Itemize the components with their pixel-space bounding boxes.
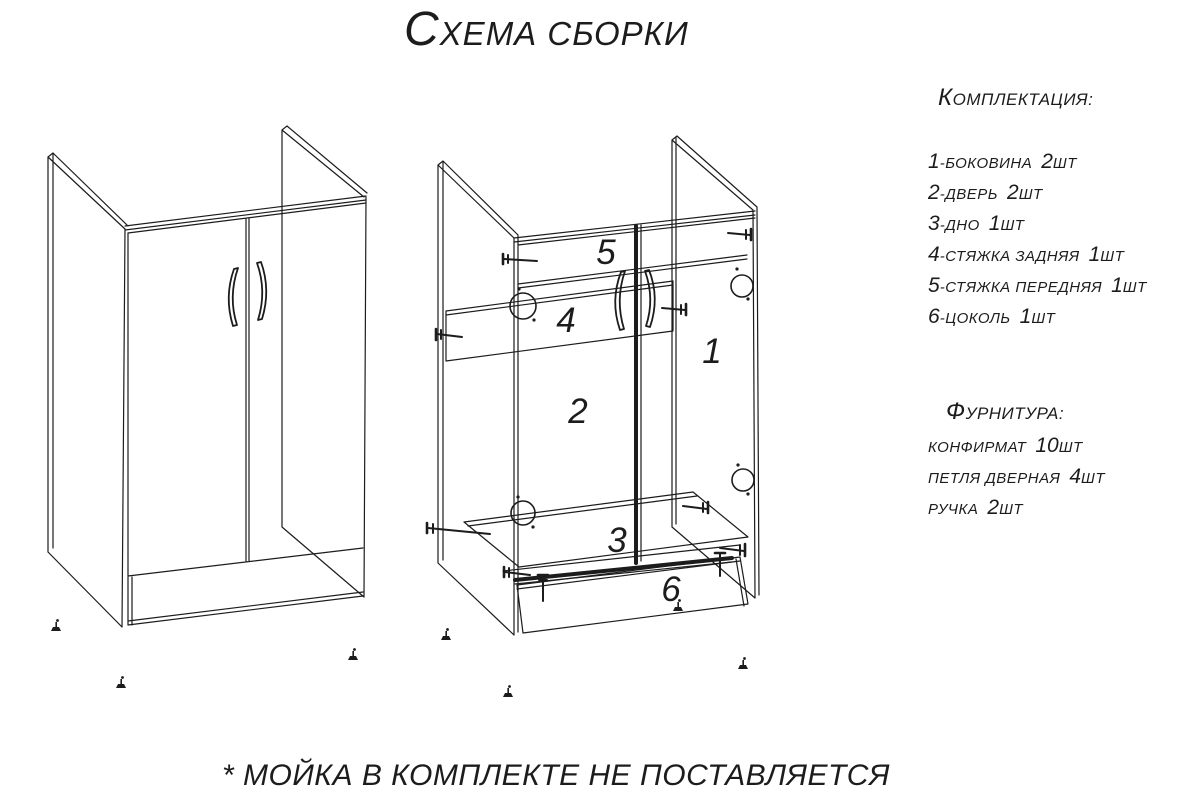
hardware-item-unit: шт (1081, 470, 1106, 487)
kit-item: 3-дно 1шт (928, 208, 1147, 239)
part-callout-5: 5 (596, 233, 616, 272)
kit-item-sep: - (939, 248, 946, 265)
hardware-heading: Фурнитура: (946, 398, 1065, 425)
hardware-list: конфирмат10шт петля дверная4шт ручка2шт (928, 430, 1105, 523)
foot-icon (441, 628, 451, 640)
assembled-door-handles (227, 261, 268, 327)
hardware-item-qty: 2 (987, 496, 1000, 519)
part-callout-2: 2 (568, 392, 588, 431)
kit-item-name: цоколь (945, 310, 1011, 327)
kit-item-unit: шт (1000, 217, 1025, 234)
hardware-item-unit: шт (999, 501, 1024, 518)
foot-icon (503, 685, 513, 697)
assembled-feet (51, 619, 358, 688)
kit-item-sep: - (939, 310, 946, 327)
foot-icon (51, 619, 61, 631)
assembled-right-side-panel (281, 125, 368, 598)
kit-item-num: 6 (928, 305, 940, 328)
kit-item-sep: - (939, 186, 946, 203)
kit-item: 1-боковина 2шт (928, 146, 1147, 177)
hardware-item-unit: шт (1058, 439, 1083, 456)
kit-heading: Комплектация: (938, 84, 1094, 111)
kit-item-name: стяжка задняя (945, 248, 1080, 265)
hardware-item: петля дверная 4шт (928, 461, 1105, 492)
kit-item-num: 3 (928, 212, 940, 235)
kit-item-name: дверь (945, 186, 999, 203)
hinge-cups (509, 267, 755, 529)
bottom-panel-part3 (463, 491, 749, 572)
confirmat-screws (425, 227, 753, 602)
assembled-left-side-panel (47, 152, 129, 628)
hardware-item: конфирмат 10шт (928, 430, 1105, 461)
side-panel-part1 (671, 135, 760, 599)
kit-item-qty: 2 (1041, 150, 1053, 173)
exploded-doors (513, 224, 734, 585)
part-callout-6: 6 (661, 570, 681, 609)
foot-icon (348, 648, 358, 660)
foot-icon (738, 657, 748, 669)
assembled-cabinet-drawing (47, 125, 368, 688)
kit-item-qty: 1 (988, 212, 1001, 235)
hardware-item-name: петля дверная (928, 470, 1061, 487)
kit-item-qty: 1 (1019, 305, 1032, 328)
part-callout-4: 4 (556, 301, 576, 340)
kit-item-qty: 1 (1088, 243, 1101, 266)
kit-item: 5-стяжка передняя 1шт (928, 270, 1147, 301)
hardware-item-qty: 4 (1069, 465, 1082, 488)
front-tie-part5 (517, 254, 748, 289)
kit-item-num: 1 (928, 150, 940, 173)
foot-icon (116, 676, 126, 688)
kit-item-unit: шт (1100, 248, 1125, 265)
kit-item-name: стяжка передняя (945, 279, 1103, 296)
kit-item-unit: шт (1031, 310, 1056, 327)
kit-item: 4-стяжка задняя 1шт (928, 239, 1147, 270)
kit-item-unit: шт (1018, 186, 1043, 203)
kit-item: 2-дверь2шт (928, 177, 1147, 208)
kit-list: 1-боковина2шт 2-дверь2шт 3-дно1шт 4-стяж… (928, 146, 1147, 332)
plinth-part6 (516, 556, 749, 634)
page-title: Схема сборки (404, 3, 689, 56)
hinge-screw-dots (516, 267, 750, 529)
kit-item-qty: 1 (1111, 274, 1123, 297)
hardware-item: ручка 2шт (928, 492, 1105, 523)
kit-item-unit: шт (1122, 279, 1147, 296)
exploded-left-side-panel (437, 160, 519, 636)
footnote: * Мойка в комплекте не поставляется (222, 759, 890, 792)
kit-item: 6-цоколь 1шт (928, 301, 1147, 332)
rear-tie-part4 (445, 280, 674, 362)
assembled-plinth (127, 576, 364, 626)
kit-item-num: 5 (928, 274, 940, 297)
kit-item-name: дно (945, 217, 980, 234)
assembled-top-rails (124, 195, 367, 234)
exploded-feet (441, 599, 748, 697)
kit-item-qty: 2 (1007, 181, 1019, 204)
hardware-item-name: ручка (928, 501, 979, 518)
hardware-item-name: конфирмат (928, 439, 1027, 456)
kit-item-num: 4 (928, 243, 940, 266)
kit-item-unit: шт (1052, 155, 1077, 172)
kit-item-sep: - (939, 279, 946, 296)
exploded-cabinet-drawing (425, 135, 760, 697)
exploded-door-handles (614, 269, 656, 331)
hardware-item-qty: 10 (1035, 434, 1059, 457)
part-callout-3: 3 (607, 521, 627, 560)
kit-item-sep: - (939, 217, 946, 234)
kit-item-num: 2 (928, 181, 940, 204)
part-callout-1: 1 (702, 332, 722, 371)
foot-icon (673, 599, 683, 611)
kit-item-name: боковина (945, 155, 1033, 172)
kit-item-sep: - (939, 155, 946, 172)
assembled-doors (127, 217, 364, 577)
